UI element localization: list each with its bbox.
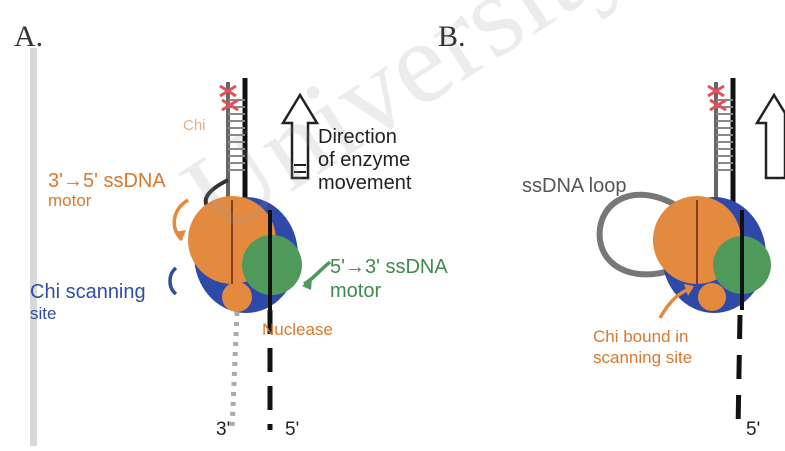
panel-a-label: A. <box>14 20 43 53</box>
direction-label-1: Direction <box>318 126 397 148</box>
panel-b-label: B. <box>438 20 466 53</box>
degraded-3-strand <box>232 312 237 430</box>
chi-label: Chi <box>183 118 206 135</box>
end-3-label: 3' <box>216 420 230 441</box>
panel-b-diagram <box>600 78 785 430</box>
chi-bound-label-2: scanning site <box>593 349 692 368</box>
motor-53-pointer <box>304 262 330 284</box>
motor35-label-2: motor <box>48 192 91 211</box>
left-edge-bar <box>30 48 37 446</box>
direction-label-2: of enzyme <box>318 149 410 171</box>
end-5-label-b: 5' <box>746 420 760 441</box>
motor53-label-2: motor <box>330 280 381 302</box>
ssdna-loop-label: ssDNA loop <box>522 175 627 197</box>
chi-bound-label-1: Chi bound in <box>593 328 688 347</box>
nuclease-label: Nuclease <box>262 321 333 340</box>
motor53-label-1: 5'→3' ssDNA <box>330 256 448 278</box>
nuclease-domain <box>222 282 252 312</box>
direction-label-3: movement <box>318 172 411 194</box>
direction-arrow-icon-b <box>757 95 785 178</box>
nuclease-domain-b <box>698 283 726 311</box>
end-5-label: 5' <box>285 420 299 441</box>
scanning-site-bracket <box>170 268 176 294</box>
motor35-label-1: 3'→5' ssDNA <box>48 170 166 192</box>
scanning-label-1: Chi scanning <box>30 281 146 303</box>
scanning-label-2: site <box>30 305 56 324</box>
exiting-5-strand-b <box>738 315 740 430</box>
